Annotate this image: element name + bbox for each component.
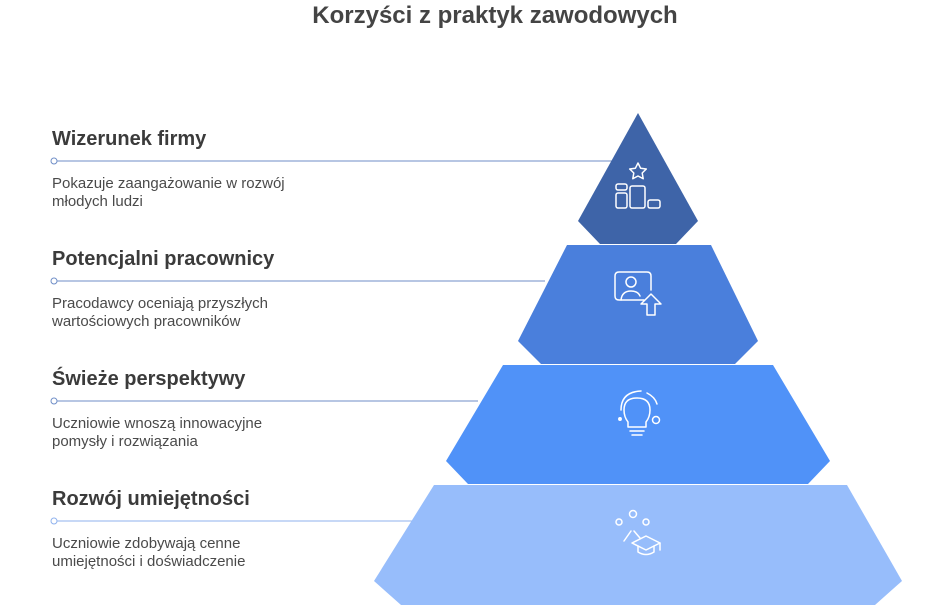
graduation-cap-icon xyxy=(615,509,661,556)
pyramid-tier-1 xyxy=(578,113,698,244)
connector-lines xyxy=(50,157,612,525)
page-title: Korzyści z praktyk zawodowych xyxy=(312,2,678,29)
connector-dot-4 xyxy=(50,517,58,525)
level-2-description: Pracodawcy oceniają przyszłych wartościo… xyxy=(52,295,268,330)
connector-dot-1 xyxy=(50,157,58,165)
profile-upgrade-icon xyxy=(614,271,662,316)
level-2-title: Potencjalni pracownicy xyxy=(52,248,275,270)
connector-dot-2 xyxy=(50,277,58,285)
level-4-title: Rozwój umiejętności xyxy=(52,488,250,510)
award-podium-icon xyxy=(615,162,661,209)
level-4-description: Uczniowie zdobywają cenne umiejętności i… xyxy=(52,535,246,570)
lightbulb-icon xyxy=(618,390,661,436)
level-1-title: Wizerunek firmy xyxy=(52,128,207,150)
connector-dot-3 xyxy=(50,397,58,405)
pyramid-tier-4 xyxy=(374,485,902,605)
level-3-description: Uczniowie wnoszą innowacyjne pomysły i r… xyxy=(52,415,263,450)
pyramid-tier-3 xyxy=(446,365,830,484)
pyramid-tier-2 xyxy=(518,245,758,364)
level-3-title: Świeże perspektywy xyxy=(52,368,246,390)
level-1-description: Pokazuje zaangażowanie w rozwój młodych … xyxy=(52,175,285,210)
